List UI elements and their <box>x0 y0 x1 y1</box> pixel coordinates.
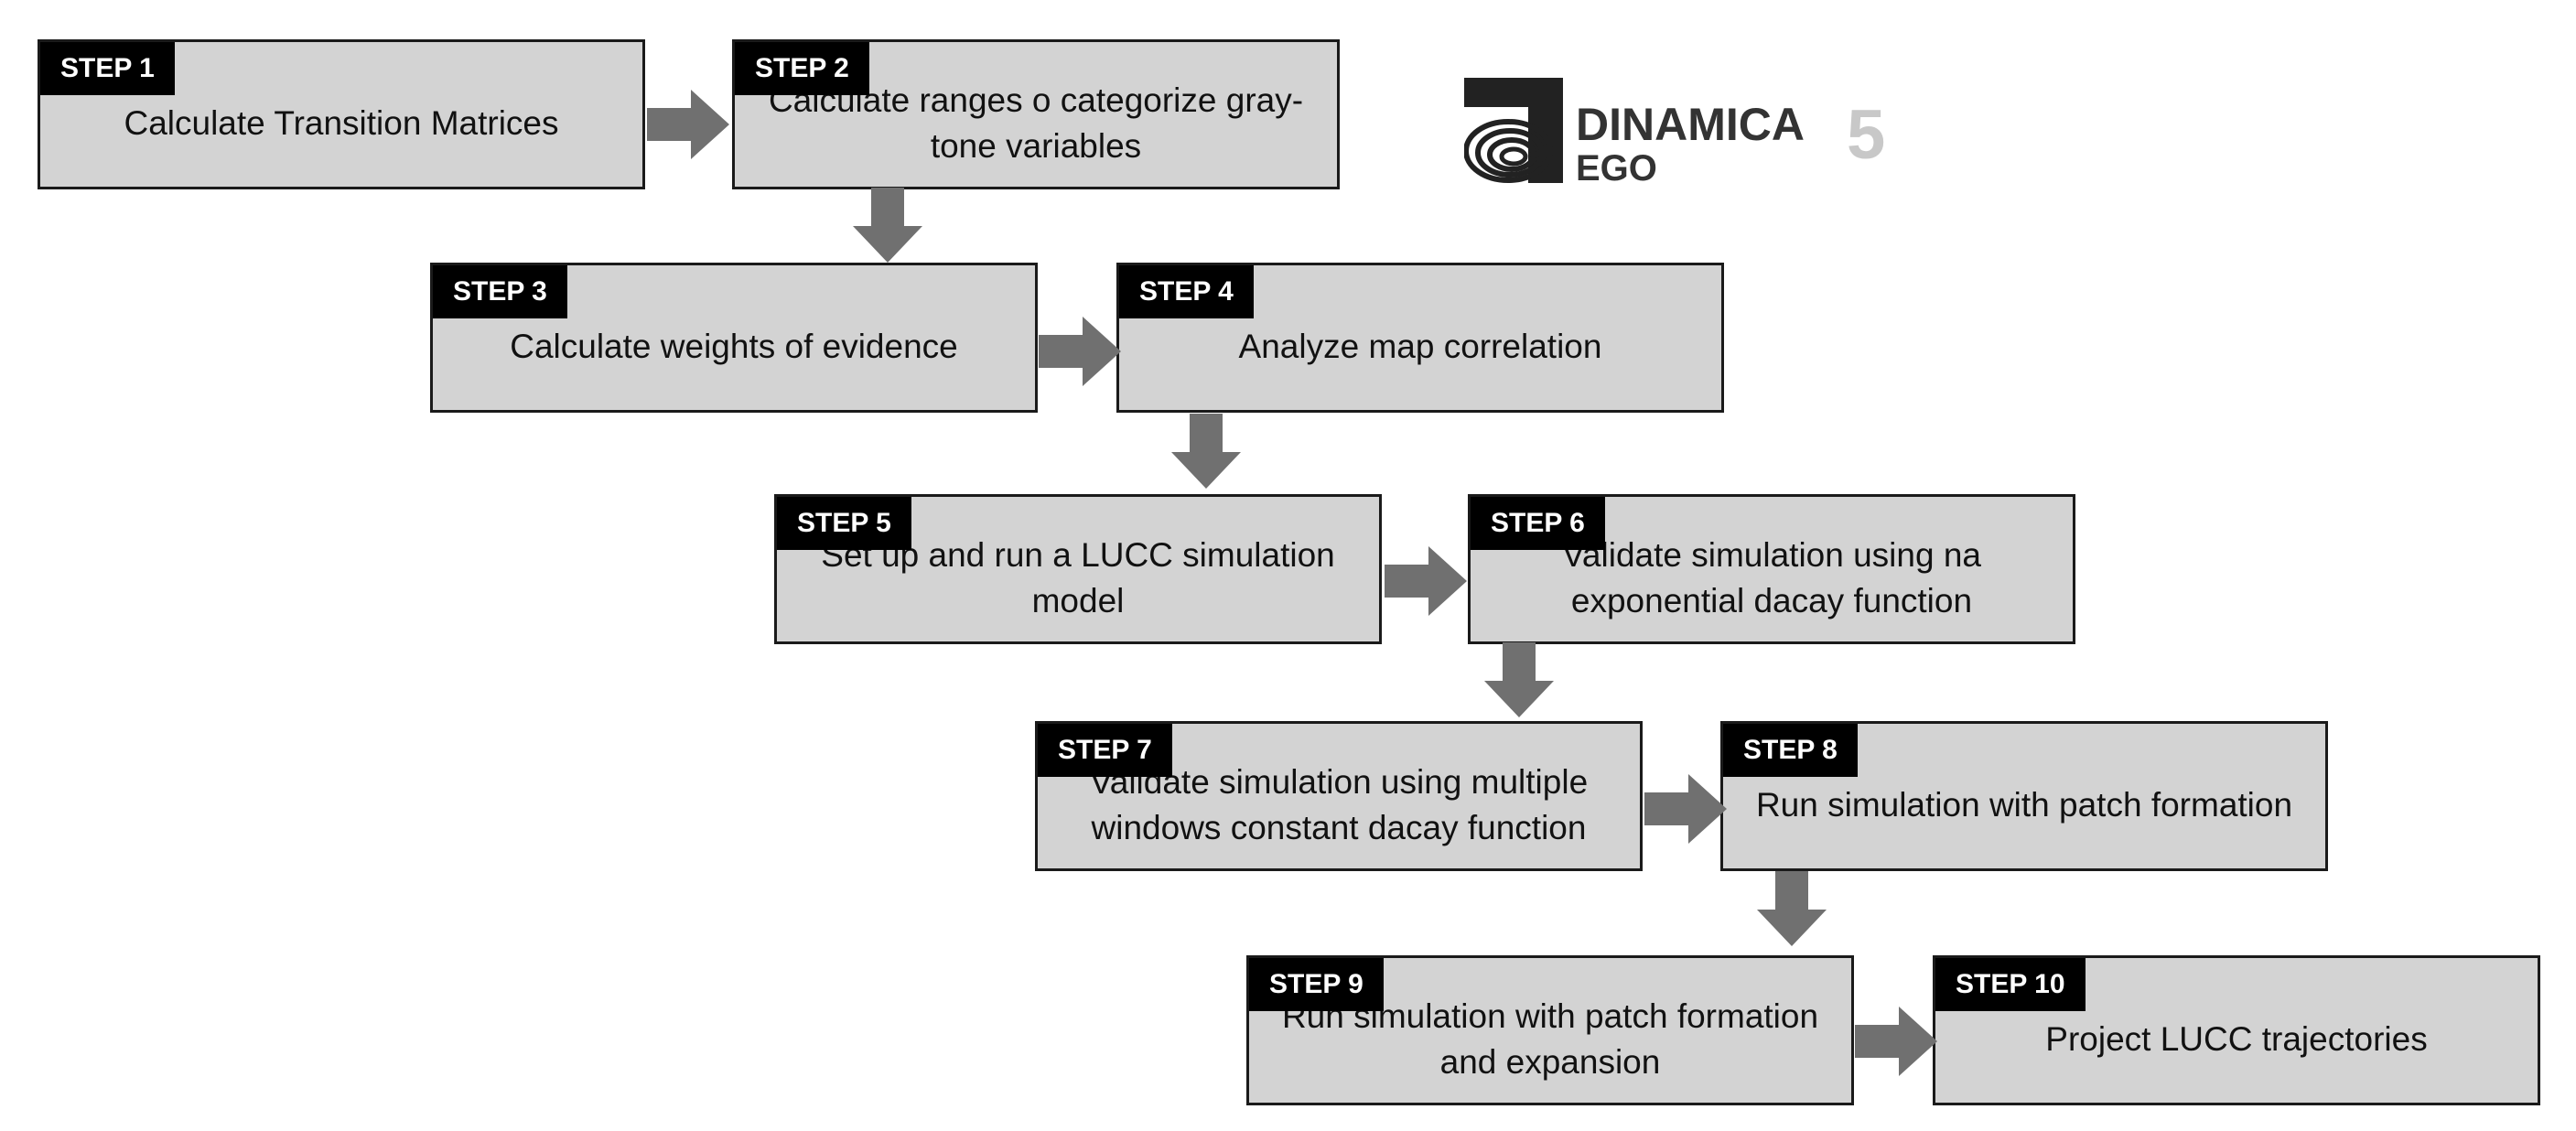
logo-version: 5 <box>1847 96 1885 174</box>
step-2-box: Calculate ranges o categorize gray- tone… <box>732 39 1340 189</box>
step-8-box: Run simulation with patch formation STEP… <box>1720 721 2328 871</box>
arrow-step5-to-step6 <box>1385 546 1467 616</box>
step-5-box: Set up and run a LUCC simulation model S… <box>774 494 1382 644</box>
arrow-step4-to-step5 <box>1171 414 1241 489</box>
arrow-step3-to-step4 <box>1039 317 1121 386</box>
arrow-step1-to-step2 <box>647 90 729 159</box>
arrow-step6-to-step7 <box>1484 642 1554 717</box>
step-3-tag: STEP 3 <box>433 265 567 318</box>
step-3-text: Calculate weights of evidence <box>510 328 958 366</box>
step-4-tag: STEP 4 <box>1119 265 1254 318</box>
logo-name-line2: EGO <box>1576 148 1657 188</box>
step-6-box: Validate simulation using na exponential… <box>1468 494 2075 644</box>
step-8-text: Run simulation with patch formation <box>1755 786 2293 824</box>
logo-name-line1: DINAMICA <box>1576 99 1805 150</box>
arrow-step2-to-step3 <box>853 188 922 263</box>
step-9-box: Run simulation with patch formation and … <box>1246 955 1854 1105</box>
swirl-icon <box>1463 78 1563 183</box>
step-4-box: Analyze map correlation STEP 4 <box>1116 263 1724 413</box>
step-6-tag: STEP 6 <box>1471 497 1605 550</box>
step-4-text: Analyze map correlation <box>1238 328 1602 366</box>
step-7-tag: STEP 7 <box>1038 724 1172 777</box>
step-10-tag: STEP 10 <box>1935 958 2086 1011</box>
step-5-tag: STEP 5 <box>777 497 911 550</box>
step-2-tag: STEP 2 <box>735 42 869 95</box>
step-3-box: Calculate weights of evidence STEP 3 <box>430 263 1038 413</box>
step-8-tag: STEP 8 <box>1723 724 1858 777</box>
step-1-text: Calculate Transition Matrices <box>124 104 559 143</box>
dinamica-ego-logo: DINAMICA EGO 5 <box>1463 78 1913 192</box>
step-10-box: Project LUCC trajectories STEP 10 <box>1933 955 2540 1105</box>
arrow-step8-to-step9 <box>1757 871 1827 946</box>
arrow-step9-to-step10 <box>1855 1007 1937 1076</box>
step-9-tag: STEP 9 <box>1249 958 1384 1011</box>
step-1-box: Calculate Transition Matrices STEP 1 <box>38 39 645 189</box>
arrow-step7-to-step8 <box>1644 774 1727 844</box>
step-7-box: Validate simulation using multiple windo… <box>1035 721 1643 871</box>
step-5-text: Set up and run a LUCC simulation model <box>821 536 1335 619</box>
step-10-text: Project LUCC trajectories <box>2045 1020 2428 1059</box>
step-1-tag: STEP 1 <box>40 42 175 95</box>
